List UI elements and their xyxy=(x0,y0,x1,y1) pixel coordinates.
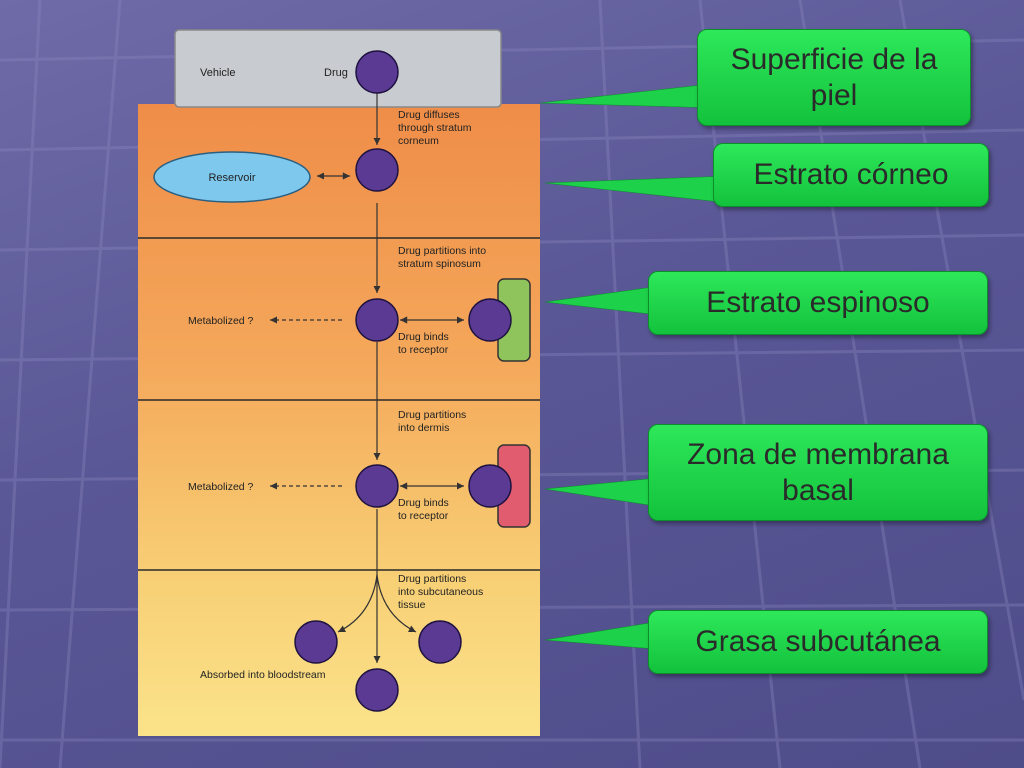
drug-molecule-corneum xyxy=(355,148,399,192)
callout-skin-surface: Superficie de la piel xyxy=(697,29,971,126)
callout-basal-membrane-line1: Zona de membrana xyxy=(687,437,949,471)
binds-label-spinosum-line2: to receptor xyxy=(398,344,449,356)
drug-molecule-bloodstream xyxy=(355,668,399,712)
callout-stratum-corneum: Estrato córneo xyxy=(713,143,989,207)
reservoir-ellipse xyxy=(153,151,311,203)
step-diffuse-line2: through stratum xyxy=(398,122,472,134)
metabolized-label-spinosum: Metabolized ? xyxy=(188,315,254,327)
binds-label-spinosum-line1: Drug binds xyxy=(398,331,449,343)
vehicle-drug-label: Drug xyxy=(324,67,348,79)
step-dermis-line2: into dermis xyxy=(398,422,449,434)
drug-molecule-subcut-left xyxy=(294,620,338,664)
layer-dividers xyxy=(138,237,540,571)
binds-label-dermis-line2: to receptor xyxy=(398,510,449,522)
callout-stratum-spinosum-label: Estrato espinoso xyxy=(706,286,930,319)
drug-molecule-bound-dermis xyxy=(468,464,512,508)
drug-molecule-vehicle xyxy=(355,50,399,94)
metabolized-arrows xyxy=(270,316,342,490)
step-subcut-line1: Drug partitions xyxy=(398,573,466,585)
reservoir-label: Reservoir xyxy=(208,172,255,184)
absorbed-label: Absorbed into bloodstream xyxy=(200,669,326,681)
step-diffuse-line1: Drug diffuses xyxy=(398,109,460,121)
callout-subcutaneous-fat: Grasa subcutánea xyxy=(648,610,988,674)
step-spinosum-line2: stratum spinosum xyxy=(398,258,481,270)
step-spinosum-line1: Drug partitions into xyxy=(398,245,486,257)
callout-skin-surface-line1: Superficie de la xyxy=(730,42,938,76)
flow-arrows xyxy=(317,93,464,663)
step-subcut-line3: tissue xyxy=(398,599,426,611)
callout-subcutaneous-fat-label: Grasa subcutánea xyxy=(695,625,941,658)
binds-label-dermis-line1: Drug binds xyxy=(398,497,449,509)
callout-stratum-corneum-label: Estrato córneo xyxy=(753,158,949,191)
callout-stratum-spinosum: Estrato espinoso xyxy=(648,271,988,335)
drug-molecule-subcut-right xyxy=(418,620,462,664)
step-subcut-line2: into subcutaneous xyxy=(398,586,483,598)
drug-molecule-bound-spinosum xyxy=(468,298,512,342)
vehicle-label: Vehicle xyxy=(200,67,235,79)
metabolized-label-dermis: Metabolized ? xyxy=(188,481,254,493)
callout-skin-surface-line2: piel xyxy=(810,78,858,112)
drug-molecule-spinosum xyxy=(355,298,399,342)
callout-basal-membrane-line2: basal xyxy=(782,473,854,507)
drug-molecule-dermis xyxy=(355,464,399,508)
step-dermis-line1: Drug partitions xyxy=(398,409,466,421)
callout-basal-membrane: Zona de membrana basal xyxy=(648,424,988,521)
vehicle-box xyxy=(174,29,502,108)
step-diffuse-line3: corneum xyxy=(398,135,439,147)
callout-pointers xyxy=(539,82,731,651)
